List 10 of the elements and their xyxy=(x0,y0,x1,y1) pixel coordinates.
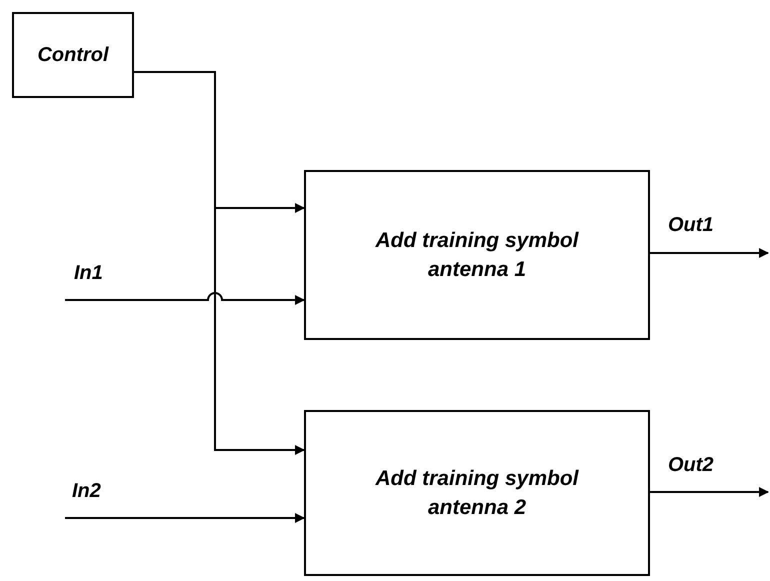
arrow xyxy=(650,487,769,497)
arrow xyxy=(65,513,305,523)
process-box xyxy=(304,410,650,576)
box-label: Control xyxy=(37,43,109,68)
process-box xyxy=(12,12,134,98)
process-box xyxy=(304,170,650,340)
arrow xyxy=(650,248,769,258)
box-label: Add training symbol antenna 2 xyxy=(374,466,580,521)
arrow xyxy=(65,292,305,305)
box-label: Add training symbol antenna 1 xyxy=(374,228,580,283)
